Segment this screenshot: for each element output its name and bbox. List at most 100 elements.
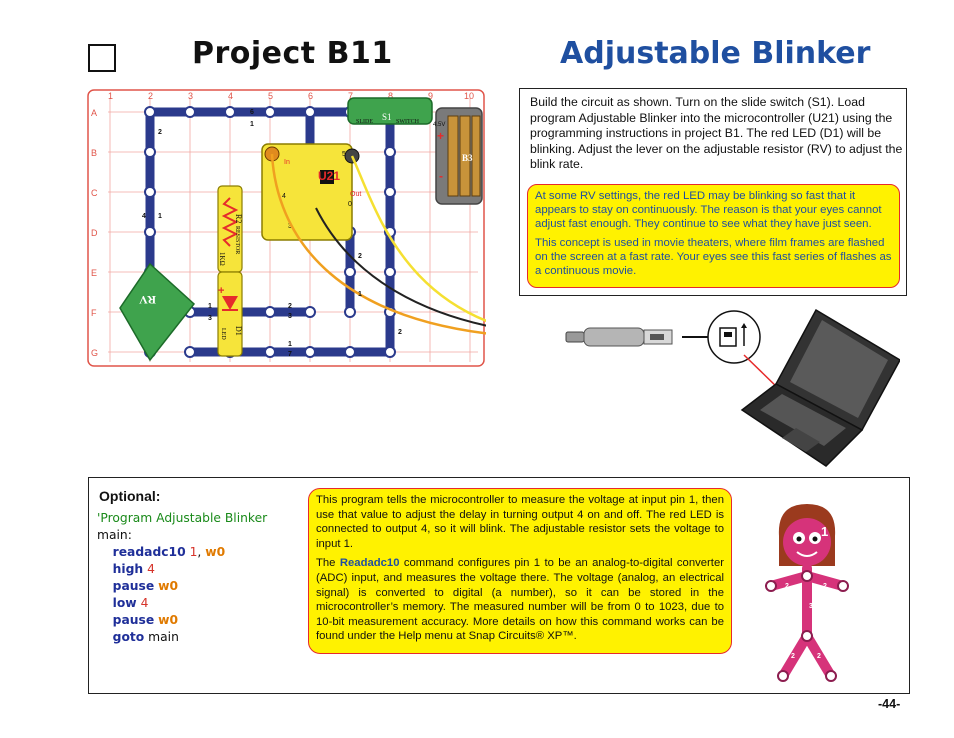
- code-line-readadc: readadc10 1, w0: [97, 544, 257, 561]
- row-label: D: [91, 228, 98, 238]
- wire-number: 1: [158, 213, 162, 220]
- optional-heading: Optional:: [99, 488, 161, 504]
- s1-label: S1: [382, 112, 392, 122]
- code-main-label: main:: [97, 528, 132, 542]
- led-label: LED: [220, 328, 226, 340]
- usb-port-icon: [719, 327, 737, 347]
- mascot-arm-number: 2: [785, 583, 789, 590]
- u21-out-label: Out: [350, 191, 361, 198]
- code-keyword: high: [112, 562, 144, 576]
- instructions-text: Build the circuit as shown. Turn on the …: [530, 95, 903, 171]
- battery-plus-label: +: [437, 129, 444, 143]
- wire-number: 2: [288, 303, 292, 310]
- snap-mascot-icon: 1 2 2 3 2 2: [765, 504, 849, 682]
- r2-label: R2: [234, 214, 243, 223]
- explanation-paragraph-1: This program tells the microcontroller t…: [316, 494, 724, 550]
- wire-number: 7: [288, 351, 292, 358]
- code-keyword: goto: [112, 630, 145, 644]
- code-target: main: [148, 630, 179, 644]
- u21-pin3-label: 3: [288, 223, 292, 230]
- note-paragraph-2: This concept is used in movie theaters, …: [535, 236, 892, 278]
- code-separator: ,: [197, 545, 206, 559]
- program-listing: 'Program Adjustable Blinker main: readad…: [97, 510, 268, 648]
- column-label: 4: [228, 91, 233, 101]
- column-label: 10: [464, 91, 474, 101]
- wire-number: 2: [158, 129, 162, 136]
- led-plus-label: +: [218, 285, 224, 297]
- code-variable: w0: [158, 613, 178, 627]
- row-label: C: [91, 188, 98, 198]
- u21-pin4-label: 4: [282, 193, 286, 200]
- wire-number: 2: [398, 329, 402, 336]
- column-label: 3: [188, 91, 193, 101]
- column-label: 9: [428, 91, 433, 101]
- row-label: G: [91, 348, 98, 358]
- resistor-ohms-label: 1KΩ: [218, 252, 226, 266]
- wire-number: 3: [288, 313, 292, 320]
- battery-minus-label: -: [439, 169, 443, 183]
- page-number: -44-: [878, 697, 901, 711]
- code-number: 4: [140, 596, 149, 610]
- project-checkbox[interactable]: [88, 44, 116, 72]
- code-number: 1: [189, 545, 198, 559]
- code-line-goto: goto main: [97, 629, 257, 646]
- wire-number: 1: [208, 303, 212, 310]
- column-label: 2: [148, 91, 153, 101]
- battery-voltage-label: 4.5V: [433, 122, 445, 128]
- code-variable: w0: [205, 545, 226, 559]
- code-keyword: pause: [112, 613, 155, 627]
- row-label: A: [91, 108, 97, 118]
- code-keyword: readadc10: [112, 545, 186, 559]
- wire-number: 1: [288, 341, 292, 348]
- column-label: 8: [388, 91, 393, 101]
- note-paragraph-1: At some RV settings, the red LED may be …: [535, 190, 882, 231]
- project-number-title: Project B11: [192, 36, 393, 71]
- mascot-leg-number: 2: [817, 653, 821, 660]
- code-comment: 'Program Adjustable Blinker: [97, 511, 268, 525]
- column-label: 5: [268, 91, 273, 101]
- usb-symbol-icon: [741, 323, 747, 346]
- wire-number: 4: [142, 213, 146, 220]
- column-label: 6: [308, 91, 313, 101]
- column-label: 7: [348, 91, 353, 101]
- circuit-diagram: 1 2 3 4 5 6 7 8 9 10 A B C D E F G: [87, 89, 486, 367]
- b3-label: B3: [462, 153, 473, 163]
- code-line-pause: pause w0: [97, 578, 257, 595]
- readadc10-command: Readadc10: [339, 557, 400, 570]
- u21-label: U21: [318, 169, 340, 183]
- wire-number: 1: [250, 121, 254, 128]
- column-label: 1: [108, 91, 113, 101]
- mascot-number: 1: [821, 524, 828, 539]
- code-line-low: low 4: [97, 595, 257, 612]
- code-keyword: pause: [112, 579, 155, 593]
- u21-pin5-label: 5: [342, 151, 346, 158]
- resistor-label: RESISTOR: [234, 226, 240, 254]
- wire-number: 1: [358, 291, 362, 298]
- d1-label: D1: [234, 326, 243, 336]
- wire-number: 6: [250, 109, 254, 116]
- wire-number: 2: [358, 253, 362, 260]
- mascot-arm-number: 2: [823, 583, 827, 590]
- explanation-post: command configures pin 1 to be an analog…: [316, 557, 724, 643]
- row-label: F: [91, 308, 97, 318]
- optional-section: Optional: 'Program Adjustable Blinker ma…: [88, 477, 910, 694]
- code-number: 4: [147, 562, 155, 576]
- u21-in-label: In: [284, 159, 290, 166]
- rv-label: RV: [139, 293, 156, 307]
- code-variable: w0: [158, 579, 178, 593]
- laptop-icon: [740, 308, 900, 467]
- row-label: E: [91, 268, 97, 278]
- laptop-usb-illustration: [565, 308, 900, 467]
- explanation-pre: The: [316, 557, 340, 570]
- switch-label: SWITCH: [396, 119, 420, 125]
- wire-number: 3: [208, 315, 212, 322]
- persistence-of-vision-note: At some RV settings, the red LED may be …: [527, 184, 900, 288]
- code-keyword: low: [112, 596, 137, 610]
- project-name-title: Adjustable Blinker: [560, 36, 871, 71]
- explanation-paragraph-2: The Readadc10 command configures pin 1 t…: [316, 556, 724, 644]
- usb-plug-icon: [643, 329, 673, 345]
- slide-label: SLIDE: [356, 119, 373, 125]
- mascot-body-number: 3: [809, 603, 813, 610]
- program-explanation: This program tells the microcontroller t…: [308, 488, 732, 654]
- row-label: B: [91, 148, 97, 158]
